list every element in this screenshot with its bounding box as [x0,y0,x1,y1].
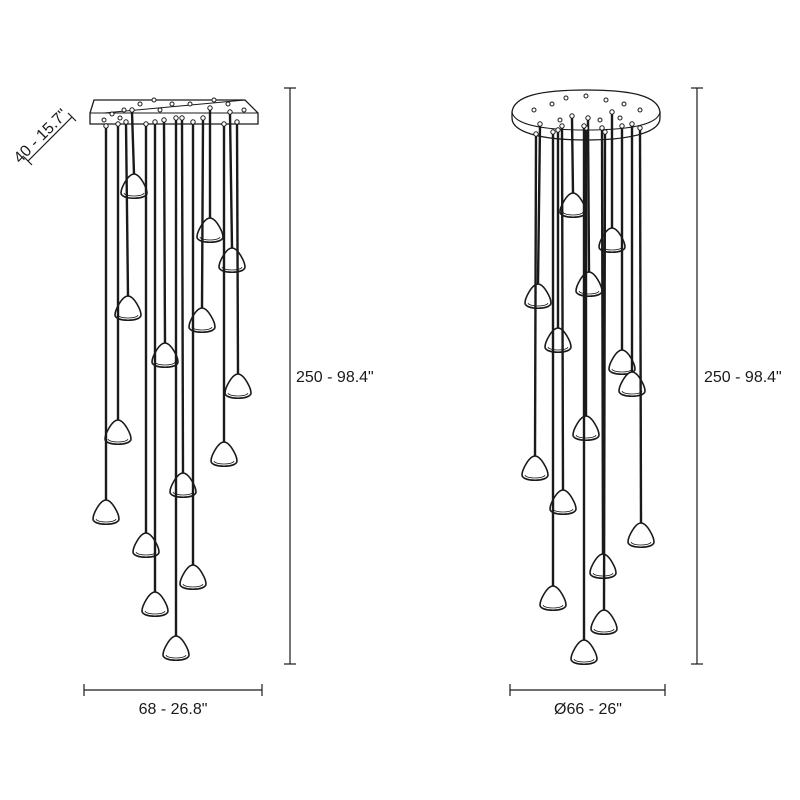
round-pendant [627,125,655,549]
rect-pendant [151,117,179,369]
canopy-cap [637,107,643,113]
rect-pendant [188,115,216,334]
round-pendant [549,123,577,516]
rect-pendant [196,105,224,244]
rect-pendant [132,121,160,559]
rect-pendant [179,119,207,591]
round-pendant [590,129,618,636]
rectangular-pendant-group [92,97,252,662]
diameter-label: Ø66 - 26" [554,701,622,718]
round-pendant [572,125,600,442]
rect-pendant [141,119,169,618]
canopy-cap [241,107,247,113]
round-pendant [570,123,598,666]
diameter-dimension: Ø66 - 26" [509,684,666,718]
width-label: 68 - 26.8" [139,701,208,718]
canopy-cap [531,107,537,113]
canopy-cap [583,93,589,99]
rectangular-chandelier [89,97,259,662]
round-pendant [521,131,549,482]
canopy-cap [549,101,555,107]
right-height-dimension: 250 - 98.4" [691,87,795,665]
rect-pendant [162,115,190,662]
right-height-label: 250 - 98.4" [704,369,782,386]
canopy-cap [117,115,123,121]
canopy-cap [557,117,563,123]
left-height-label: 250 - 98.4" [296,369,374,386]
canopy-cap [603,97,609,103]
round-pendant [559,113,587,219]
canopy-cap [225,101,231,107]
rect-pendant [224,119,252,400]
canopy-cap [109,111,115,117]
canopy-cap [137,101,143,107]
canopy-cap [621,101,627,107]
canopy-cap [211,97,217,103]
canopy-cap [157,107,163,113]
rect-pendant [218,109,246,274]
round-pendant-group [521,93,655,666]
round-pendant [575,115,603,298]
canopy-cap [121,107,127,113]
canopy-cap [187,101,193,107]
depth-dimension: 40 - 15.7" [11,106,77,167]
canopy-cap [563,95,569,101]
rect-pendant [104,121,132,446]
round-pendant [539,129,567,612]
canopy-cap [597,117,603,123]
canopy-cap [101,117,107,123]
depth-label: 40 - 15.7" [11,106,72,167]
left-height-dimension: 250 - 98.4" [284,87,388,665]
round-chandelier [511,89,661,666]
canopy-cap [169,101,175,107]
canopy-cap [617,115,623,121]
rect-pendant [114,119,142,322]
round-pendant [544,127,572,354]
rect-pendant [210,121,238,468]
round-pendant [524,121,552,310]
rect-pendant [92,123,120,526]
canopy-cap [151,97,157,103]
width-dimension: 68 - 26.8" [83,684,263,718]
